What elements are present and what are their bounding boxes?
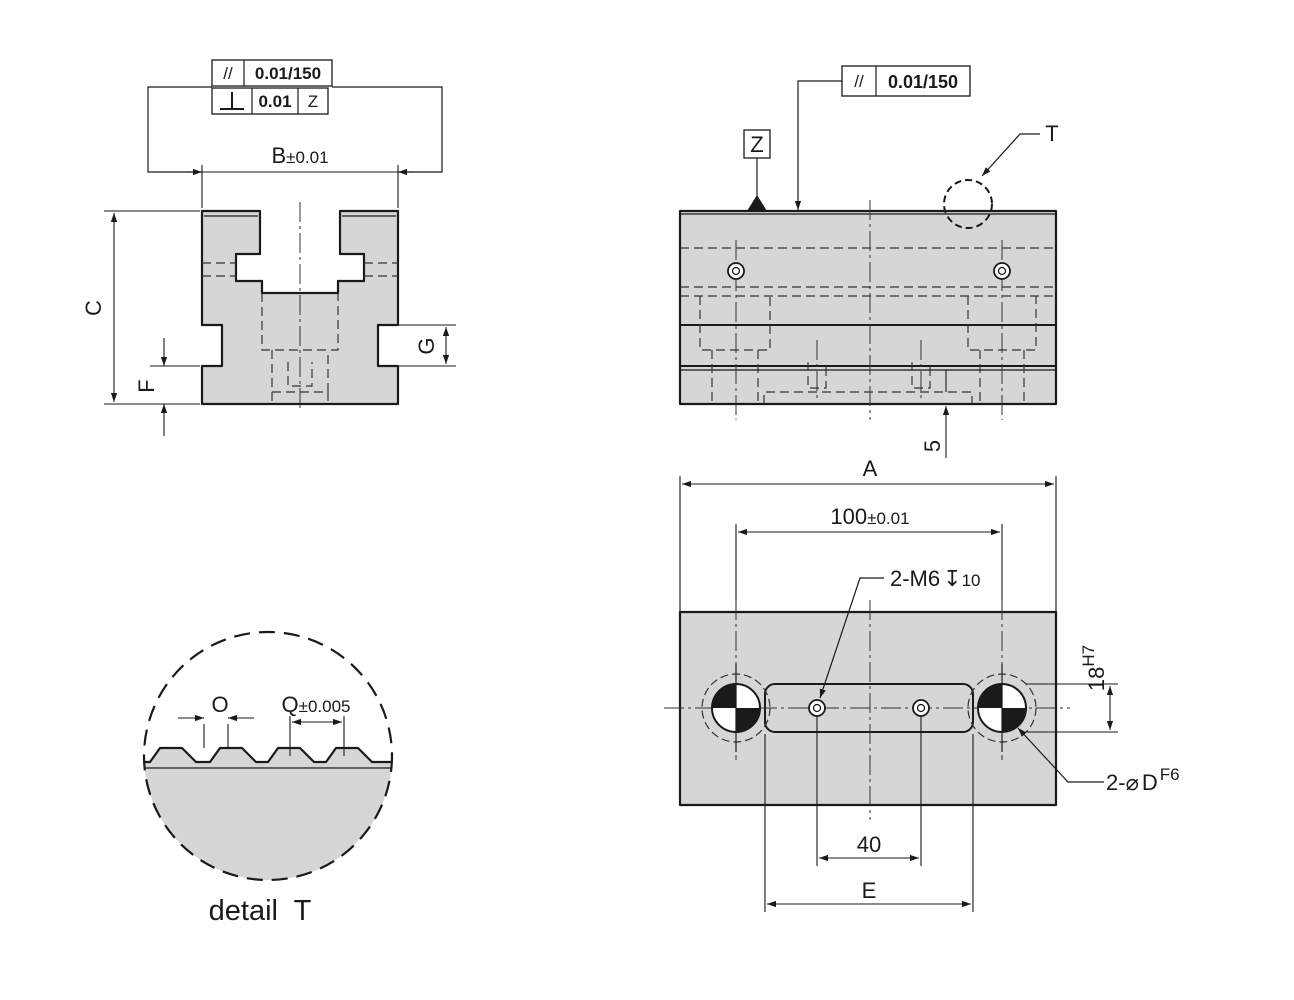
- dim-c-label: C: [81, 300, 106, 316]
- dim-f-label: F: [134, 379, 159, 392]
- side-parallel-tolerance: 0.01/150: [888, 72, 958, 92]
- dim-5-label: 5: [920, 440, 945, 452]
- dim-q-label: Q: [282, 692, 299, 717]
- pin-hole-left: [701, 664, 771, 752]
- m6-callout-label: 2-M6: [890, 566, 940, 591]
- depth-symbol: ↧: [943, 566, 961, 591]
- dim-e-label: E: [862, 878, 877, 903]
- pin-callout-fit: F6: [1160, 765, 1180, 784]
- detail-title: detail T: [209, 895, 312, 927]
- diameter-symbol: ⌀: [1126, 770, 1139, 795]
- front-view: // 0.01/150 0.01 Z B±0.01: [81, 59, 456, 436]
- svg-text:Q±0.005: Q±0.005: [282, 692, 351, 717]
- dim-f: F: [134, 338, 200, 436]
- dim-o-label: O: [211, 692, 228, 717]
- dim-100-value: 100: [830, 504, 867, 529]
- dim-b: B±0.01: [186, 143, 414, 208]
- svg-text:2-⌀DF6: 2-⌀DF6: [1106, 765, 1180, 795]
- dim-b-tol: ±0.01: [286, 148, 328, 167]
- pin-callout-prefix: 2-: [1106, 770, 1126, 795]
- front-tolerance-frame: // 0.01/150 0.01 Z: [147, 59, 443, 173]
- side-body: [678, 209, 1058, 406]
- dim-40-label: 40: [857, 832, 881, 857]
- dim-40: 40: [816, 716, 922, 866]
- dim-5: 5: [920, 370, 950, 458]
- dim-g: G: [398, 324, 456, 367]
- detail-t-view: O Q±0.005 detail T: [142, 630, 394, 927]
- dim-18-value: 18: [1084, 667, 1109, 691]
- svg-text:100±0.01: 100±0.01: [830, 504, 909, 529]
- top-view: A 100±0.01: [664, 456, 1180, 912]
- svg-text:2-M6↧10: 2-M6↧10: [890, 566, 980, 591]
- side-datum-label: Z: [750, 132, 763, 157]
- pin-hole-right: [967, 664, 1037, 752]
- front-perp-tolerance: 0.01: [258, 92, 291, 111]
- detail-circle: [142, 630, 394, 882]
- detail-ref-label: T: [1045, 121, 1058, 146]
- dim-100-tol: ±0.01: [867, 509, 909, 528]
- m6-callout: 2-M6↧10: [819, 566, 980, 699]
- dim-o: O: [178, 692, 254, 748]
- side-view: // 0.01/150 Z: [678, 65, 1059, 458]
- dim-e: E: [764, 734, 974, 912]
- svg-text:18H7: 18H7: [1079, 645, 1109, 691]
- dim-g-label: G: [414, 337, 439, 354]
- dim-a-label: A: [863, 456, 878, 481]
- dim-b-label: B: [271, 143, 286, 168]
- side-hole-left: [727, 262, 745, 280]
- svg-text:B±0.01: B±0.01: [271, 143, 328, 168]
- datum-z: Z: [743, 129, 771, 211]
- dim-100: 100±0.01: [735, 504, 1003, 680]
- serration-profile: [144, 746, 392, 880]
- front-perp-datum: Z: [308, 92, 318, 111]
- detail-t-callout: T: [943, 121, 1059, 229]
- dim-q: Q±0.005: [282, 692, 351, 756]
- parallel-symbol: //: [223, 64, 233, 83]
- side-hole-right: [993, 262, 1011, 280]
- dim-a: A: [679, 456, 1057, 612]
- pin-callout-label: D: [1142, 770, 1158, 795]
- m6-hole-left: [808, 699, 826, 717]
- m6-depth: 10: [962, 571, 981, 590]
- dim-c: C: [81, 210, 200, 405]
- side-tolerance-frame: // 0.01/150: [794, 65, 971, 210]
- dim-q-tol: ±0.005: [299, 697, 351, 716]
- dim-18-fit: H7: [1079, 645, 1098, 667]
- front-parallel-tolerance: 0.01/150: [255, 64, 321, 83]
- m6-hole-right: [912, 699, 930, 717]
- dim-18: 18H7: [1026, 645, 1118, 733]
- side-parallel-symbol: //: [854, 72, 864, 91]
- perpendicular-symbol: [220, 92, 244, 110]
